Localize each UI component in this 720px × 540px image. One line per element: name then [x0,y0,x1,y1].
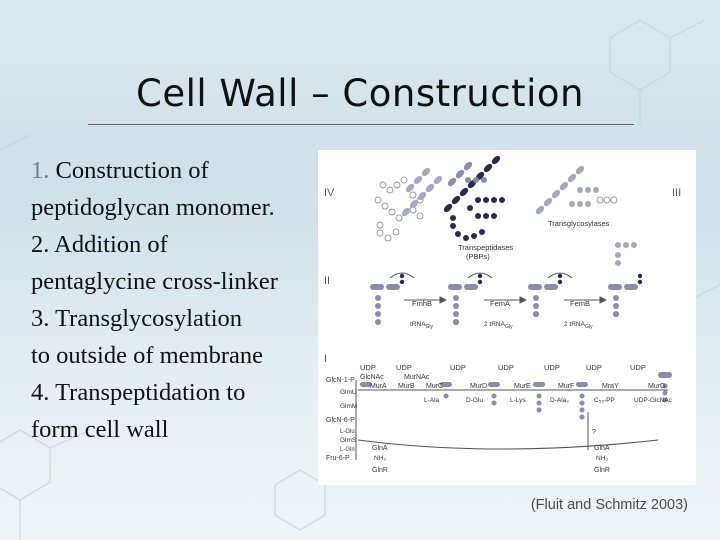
step-1-number: 1. [31,157,50,184]
pathway-arrow-row [355,380,668,460]
glms-label: GlmS [340,437,357,444]
mure-label: MurE [514,383,531,390]
glnr-left-label: GlnR [372,467,388,474]
step-4-line-2: form cell wall [31,416,169,443]
glmu-label: GlmU [340,389,357,396]
step-1-line-2: peptidoglycan monomer. [31,194,275,221]
step-3-line-1: 3. Transglycosylation [31,300,321,337]
step-3-line-2: to outside of membrane [31,342,264,369]
stage-label-i: I [324,353,327,365]
stage-label-iii: III [672,187,681,199]
femb-label: FemB [570,299,590,308]
fmhb-trna-label: tRNAGly [410,321,434,330]
glna-right-label: GlnA [594,445,610,452]
murg-label: MurG [648,383,666,390]
fmhb-label: FmhB [412,299,432,308]
transglycosylases-label: Transglycosylases [548,219,610,228]
udp-glcnac-label: UDP-GlcNAc [634,397,673,404]
udp-labels-row: UDP UDP UDP UDP UDP UDP UDP [360,363,646,372]
pentaglycine-addition-ii [370,272,643,325]
peptidoglycan-synthesis-figure: IV III II I [318,150,696,485]
slide-title: Cell Wall – Construction [136,72,584,115]
glcnac-label: GlcNAc [360,374,384,381]
l-gln-label: L-Gln [340,447,355,453]
step-2-line-1: 2. Addition of [31,226,321,263]
femb-trna-label: 2 tRNAGly [564,321,593,330]
step-1-text: Construction of [55,157,209,184]
d-glu-label: D-Glu [466,397,483,404]
glcn1p-label: GlcN-1-P [326,377,355,384]
transglycosylation-structure-iii [535,165,637,266]
fema-trna-label: 2 tRNAGly [484,321,513,330]
udp-label: UDP [586,363,602,372]
udp-label: UDP [498,363,514,372]
substrate-labels: L-Ala D-Glu L-Lys D-Ala₂ C₅₅-PP UDP-GlcN… [424,397,673,404]
nh3-right-label: NH₃ [596,455,608,462]
l-glu-label: L-Glu [340,429,355,435]
step-4-line-1: 4. Transpeptidation to [31,374,321,411]
fru6p-label: Fru-6-P [326,455,350,462]
title-divider [88,124,634,125]
peptide-chain-units [360,372,672,420]
glmm-label: GlmM [340,403,357,410]
pathway-diagram: IV III II I [324,155,681,474]
udp-label: UDP [396,363,412,372]
mura-label: MurA [370,383,387,390]
step-4-number: 4. [31,379,50,406]
step-1-line-1: 1. Construction of [31,152,321,189]
murc-label: MurC [426,383,443,390]
step-4-text: Transpeptidation to [55,379,246,406]
murd-label: MurD [470,383,487,390]
udp-label: UDP [450,363,466,372]
glcn6p-label: GlcN-6-P [326,417,355,424]
murnac-label: MurNAc [404,374,430,381]
hexosamine-chain: GlcN-1-P GlmU GlmM GlcN-6-P L-Glu GlmS L… [326,377,357,462]
cell-wall-lattice-iv [374,155,505,242]
steps-list: 1. Construction of peptidoglycan monomer… [31,152,321,448]
mur-enzyme-labels: MurA MurB MurC MurD MurE MurF MraY MurG [370,383,666,390]
fema-label: FemA [490,299,510,308]
l-ala-label: L-Ala [424,397,440,404]
citation: (Fluit and Schmitz 2003) [530,497,688,513]
d-ala2-label: D-Ala₂ [550,397,569,404]
stage-label-iv: IV [324,187,335,199]
glnr-right-label: GlnR [594,467,610,474]
udp-label: UDP [630,363,646,372]
c55-pp-label: C₅₅-PP [594,397,615,404]
nh3-left-label: NH₃ [374,455,386,462]
step-3-text: Transglycosylation [55,305,242,332]
question-mark-label: ? [592,429,596,436]
murf-label: MurF [558,383,574,390]
mray-label: MraY [602,383,619,390]
udp-label: UDP [360,363,376,372]
stage-label-ii: II [324,275,330,287]
step-2-number: 2. [31,231,50,258]
murb-label: MurB [398,383,415,390]
step-2-text: Addition of [54,231,168,258]
glna-left-label: GlnA [372,445,388,452]
step-2-line-2: pentaglycine cross-linker [31,268,278,295]
step-3-number: 3. [31,305,50,332]
pbps-label: (PBPs) [466,252,490,261]
l-lys-label: L-Lys [510,397,526,404]
udp-label: UDP [544,363,560,372]
transpeptidases-label: Transpeptidases [458,243,513,252]
